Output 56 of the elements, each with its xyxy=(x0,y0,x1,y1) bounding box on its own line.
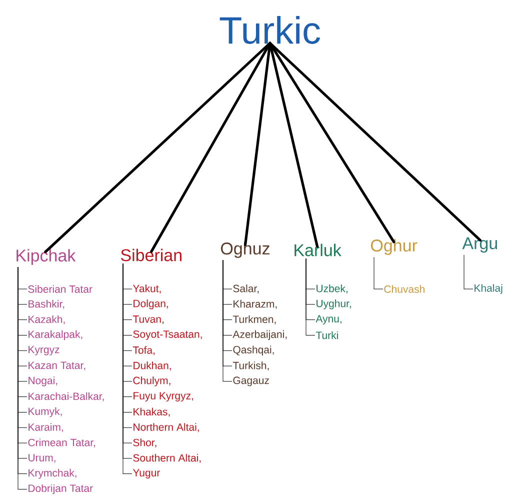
language-label: Qashqai, xyxy=(233,346,274,356)
language-label: Kumyk, xyxy=(28,407,62,418)
branch-line xyxy=(244,42,272,246)
language-label: Shor, xyxy=(133,438,156,448)
language-label: Gagauz xyxy=(233,376,269,386)
language-label: Khalaj xyxy=(474,284,502,294)
language-label: Chulym, xyxy=(133,376,170,386)
language-label: Karachai-Balkar, xyxy=(28,392,104,402)
branch-title: Oghuz xyxy=(221,242,270,258)
branch-line xyxy=(44,42,272,254)
branch-title: Siberian xyxy=(120,248,182,262)
root-title: Turkic xyxy=(220,16,320,44)
branch-line xyxy=(150,42,272,253)
language-label: Fuyu Kyrgyz, xyxy=(134,392,194,402)
branch-line xyxy=(268,42,482,242)
language-label: Kazakh, xyxy=(28,315,65,324)
language-label: Dolgan, xyxy=(134,300,168,310)
branch-title: Argu xyxy=(462,237,497,253)
language-label: Turkish, xyxy=(232,362,269,370)
language-label: Karakalpak, xyxy=(28,330,82,340)
language-label: Nogai, xyxy=(28,376,58,386)
tree-line xyxy=(464,254,474,290)
language-label: Salar, xyxy=(233,284,259,294)
language-label: Kazan Tatar, xyxy=(28,362,86,370)
language-label: Chuvash xyxy=(384,285,424,293)
branch-line xyxy=(268,42,319,248)
language-label: Yugur xyxy=(132,469,160,478)
language-label: Karaim, xyxy=(28,423,63,432)
language-label: Kyrgyz xyxy=(28,346,60,356)
language-label: Soyot-Tsaatan, xyxy=(133,330,202,340)
language-label: Yakut, xyxy=(132,284,161,294)
language-label: Dukhan, xyxy=(134,362,171,370)
language-label: Azerbaijani, xyxy=(232,330,287,340)
language-label: Northern Altai, xyxy=(134,423,199,432)
branch-line xyxy=(268,42,396,244)
language-label: Crimean Tatar, xyxy=(28,438,96,448)
language-label: Urum, xyxy=(28,454,56,463)
branch-title: Kipchak xyxy=(16,249,76,265)
language-label: Dobrijan Tatar xyxy=(28,484,93,494)
branch-title: Karluk xyxy=(294,244,342,256)
language-label: Tofa, xyxy=(132,346,155,356)
language-label: Krymchak, xyxy=(28,468,76,479)
language-label: Tuvan, xyxy=(132,316,164,324)
tree-line xyxy=(374,256,384,290)
language-label: Bashkir, xyxy=(28,300,64,309)
tree-line xyxy=(306,258,316,336)
language-label: Southern Altai, xyxy=(133,454,201,463)
language-label: Siberian Tatar xyxy=(28,285,92,293)
language-label: Kharazm, xyxy=(234,300,277,309)
language-label: Uzbek, xyxy=(316,284,348,294)
language-label: Uyghur, xyxy=(316,300,351,310)
language-label: Turkmen, xyxy=(232,315,276,324)
language-label: Khakas, xyxy=(134,408,170,417)
branch-title: Oghur xyxy=(371,239,418,255)
language-label: Aynu, xyxy=(316,315,342,324)
language-label: Turki xyxy=(316,331,338,340)
